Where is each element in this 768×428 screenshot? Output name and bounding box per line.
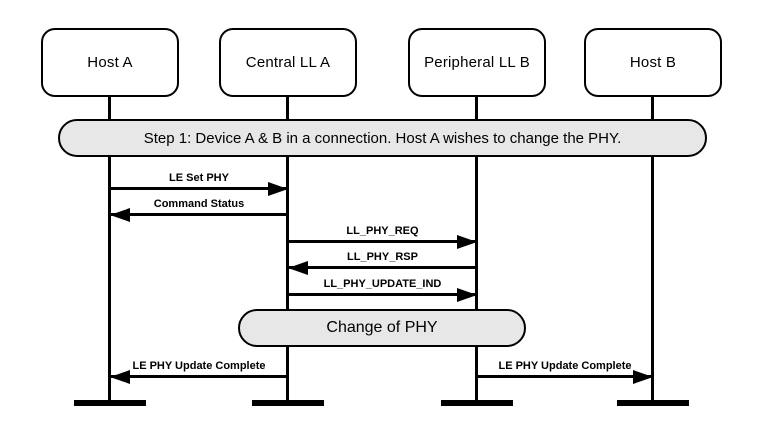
arrow-line — [288, 260, 477, 275]
message-ll-phy-rsp: LL_PHY_RSP — [288, 251, 477, 275]
lifeline-host-a — [108, 97, 111, 403]
lifeline-peripheral-ll-b — [475, 97, 478, 403]
message-le-phy-update-complete-left: LE PHY Update Complete — [110, 360, 288, 384]
message-label: LE Set PHY — [169, 172, 229, 184]
terminator-host-b — [617, 400, 689, 406]
arrow-line — [288, 287, 477, 302]
participant-box-host-a: Host A — [41, 28, 179, 97]
participant-box-host-b: Host B — [584, 28, 722, 97]
change-of-phy-banner: Change of PHY — [238, 309, 526, 347]
message-label: LE PHY Update Complete — [498, 360, 632, 372]
terminator-host-a — [74, 400, 146, 406]
arrowhead-left-icon — [110, 369, 130, 384]
arrowhead-right-icon — [457, 234, 477, 249]
participant-box-peripheral-ll-b: Peripheral LL B — [408, 28, 546, 97]
step-banner-label: Step 1: Device A & B in a connection. Ho… — [143, 129, 622, 147]
participant-label: Peripheral LL B — [424, 54, 530, 71]
message-ll-phy-update-ind: LL_PHY_UPDATE_IND — [288, 278, 477, 302]
participant-label: Host A — [87, 54, 133, 71]
terminator-central-ll-a — [252, 400, 324, 406]
arrowhead-left-icon — [288, 260, 308, 275]
lifeline-host-b — [651, 97, 654, 403]
message-le-set-phy: LE Set PHY — [110, 172, 288, 196]
arrow-line — [110, 207, 288, 222]
arrowhead-left-icon — [110, 207, 130, 222]
arrow-line — [288, 234, 477, 249]
arrowhead-right-icon — [457, 287, 477, 302]
arrow-line — [110, 369, 288, 384]
change-of-phy-label: Change of PHY — [326, 319, 438, 336]
participant-box-central-ll-a: Central LL A — [219, 28, 357, 97]
arrow-line — [477, 369, 653, 384]
message-label: Command Status — [153, 198, 245, 210]
participant-label: Central LL A — [245, 54, 331, 71]
arrow-line — [110, 181, 288, 196]
lifeline-central-ll-a — [286, 97, 289, 403]
message-label: LL_PHY_REQ — [346, 225, 419, 237]
message-le-phy-update-complete-right: LE PHY Update Complete — [477, 360, 653, 384]
message-label: LL_PHY_RSP — [347, 251, 418, 263]
message-label: LL_PHY_UPDATE_IND — [323, 278, 442, 290]
message-label: LE PHY Update Complete — [132, 360, 266, 372]
step-banner: Step 1: Device A & B in a connection. Ho… — [58, 119, 707, 157]
arrowhead-right-icon — [268, 181, 288, 196]
terminator-peripheral-ll-b — [441, 400, 513, 406]
arrowhead-right-icon — [633, 369, 653, 384]
message-command-status: Command Status — [110, 198, 288, 222]
message-ll-phy-req: LL_PHY_REQ — [288, 225, 477, 249]
participant-label: Host B — [629, 54, 677, 71]
